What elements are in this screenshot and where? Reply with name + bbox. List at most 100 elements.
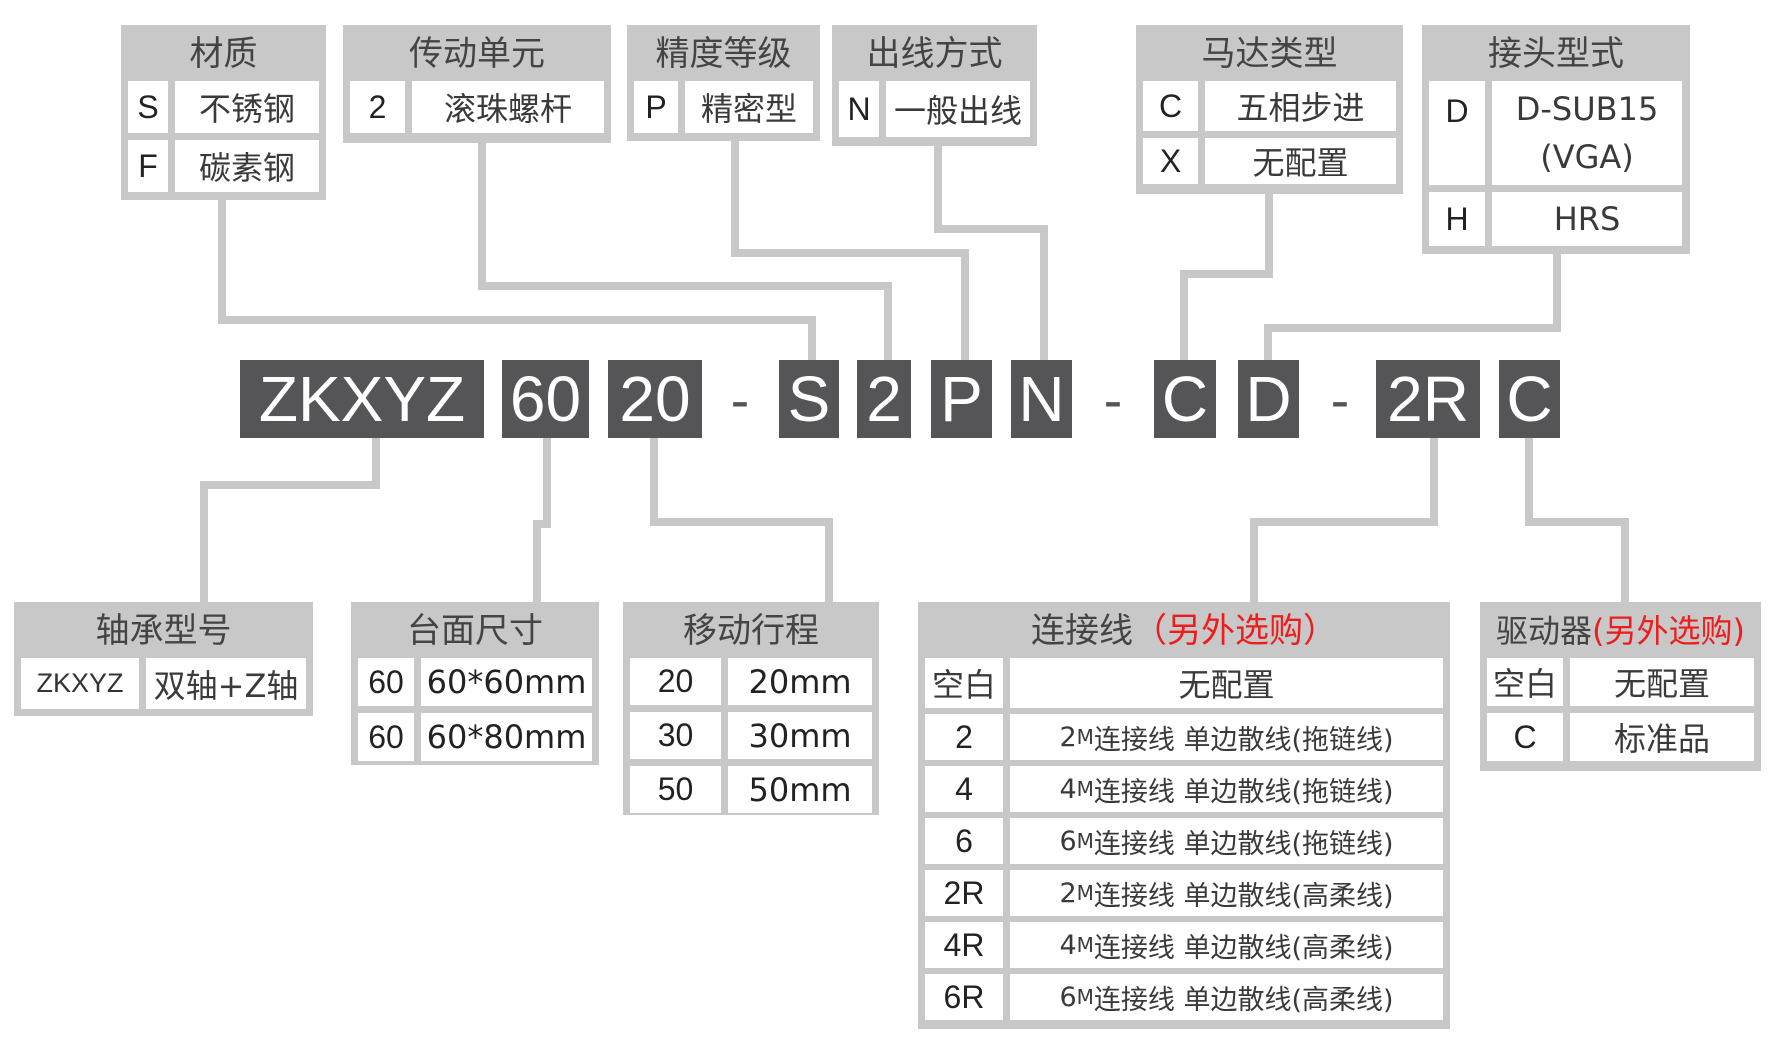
connector-line: [961, 249, 969, 360]
option-row: 空白 无配置: [1487, 658, 1754, 706]
option-code: X: [1143, 138, 1198, 184]
option-row: 60 60*60mm: [358, 658, 592, 706]
option-desc: HRS: [1492, 192, 1682, 246]
panel-title-text: 驱动器: [1496, 612, 1593, 650]
connector-line: [1621, 518, 1629, 602]
code-separator: -: [1330, 367, 1350, 431]
panel-title: 材质: [189, 34, 258, 74]
connector-line: [200, 481, 380, 489]
option-code: C: [1487, 713, 1563, 761]
code-segment-table-size: 60: [502, 360, 589, 438]
cable-desc: 连接线 单边散线(高柔线): [1093, 880, 1394, 912]
panel-title: 接头型式: [1488, 34, 1624, 74]
option-desc: 60*80mm: [421, 713, 592, 761]
axis-type-panel: 轴承型号 ZKXYZ 双轴+Z轴: [14, 602, 313, 716]
option-desc: 50mm: [728, 766, 872, 813]
option-row: 30 30mm: [630, 712, 872, 759]
unit-label: M: [1076, 725, 1094, 749]
option-row: ZKXYZ 双轴+Z轴: [21, 658, 306, 709]
option-code: 2R: [925, 870, 1003, 916]
option-row: D D-SUB15 (VGA): [1429, 81, 1683, 185]
option-row: 2 滚珠螺杆: [350, 81, 604, 133]
code-segment-precision: P: [931, 360, 992, 438]
option-code: 2: [350, 81, 405, 133]
option-row: H HRS: [1429, 192, 1683, 246]
option-code: C: [1143, 81, 1198, 131]
option-row: F 碳素钢: [128, 140, 319, 192]
option-code: 60: [358, 713, 414, 761]
option-row: 50 50mm: [630, 766, 872, 813]
code-segment-stroke: 20: [608, 360, 702, 438]
option-desc: 滚珠螺杆: [412, 81, 604, 133]
connector-line: [1525, 518, 1629, 526]
option-desc: 30mm: [728, 712, 872, 759]
code-segment-drive: 2: [857, 360, 911, 438]
connector-line: [218, 316, 814, 324]
option-desc: 五相步进: [1205, 81, 1396, 131]
cable-desc: 连接线 单边散线(高柔线): [1093, 932, 1394, 964]
option-code: 4: [925, 766, 1003, 812]
cable-desc: 连接线 单边散线(拖链线): [1093, 724, 1394, 756]
option-code: 4R: [925, 922, 1003, 968]
option-code: 60: [358, 658, 414, 706]
panel-title-text: 连接线: [1031, 611, 1133, 651]
precision-panel: 精度等级 P 精密型: [627, 25, 820, 141]
option-code: ZKXYZ: [21, 658, 139, 709]
panel-title: 连接线（另外选购）: [925, 602, 1443, 658]
connector-line: [1180, 270, 1188, 360]
connector-line: [1553, 254, 1561, 330]
option-code: P: [634, 81, 678, 133]
table-size-panel: 台面尺寸 60 60*60mm 60 60*80mm: [351, 602, 599, 765]
connector-line: [200, 481, 208, 602]
code-segment-motor: C: [1154, 360, 1216, 438]
material-panel: 材质 S 不锈钢 F 碳素钢: [121, 25, 326, 200]
option-desc: D-SUB15 (VGA): [1492, 81, 1682, 185]
code-segment-cable: 2R: [1376, 360, 1480, 438]
option-code: 6: [925, 818, 1003, 864]
connector-line: [731, 249, 967, 257]
option-desc: 20mm: [728, 658, 872, 705]
option-desc: 无配置: [1010, 658, 1443, 708]
option-desc: 不锈钢: [175, 81, 319, 133]
panel-title: 出线方式: [866, 34, 1003, 74]
option-desc: 无配置: [1570, 658, 1754, 706]
outlet-panel: 出线方式 N 一般出线: [832, 25, 1037, 146]
option-code: D: [1429, 81, 1485, 185]
unit-label: M: [1076, 881, 1094, 905]
connector-line: [884, 282, 892, 360]
connector-line: [533, 520, 541, 602]
option-row: 20 20mm: [630, 658, 872, 705]
option-code: 6R: [925, 974, 1003, 1020]
code-segment-series: ZKXYZ: [240, 360, 484, 438]
option-row: S 不锈钢: [128, 81, 319, 133]
option-desc-line2: (VGA): [1540, 138, 1634, 176]
connector-line: [478, 282, 890, 290]
code-segment-material: S: [779, 360, 839, 438]
connector-line: [731, 141, 739, 255]
connector-line: [650, 437, 658, 523]
code-segment-outlet: N: [1011, 360, 1072, 438]
panel-title: 马达类型: [1201, 34, 1338, 74]
panel-title: 传动单元: [409, 34, 545, 74]
cable-length: 4: [1059, 929, 1077, 961]
code-segment-connector: D: [1238, 360, 1299, 438]
optional-purchase-note: （另外选购）: [1133, 611, 1337, 651]
option-desc: 精密型: [685, 81, 813, 133]
connector-line: [372, 437, 380, 487]
cable-desc: 连接线 单边散线(拖链线): [1093, 828, 1394, 860]
option-code: 2: [925, 714, 1003, 760]
unit-label: M: [1076, 933, 1094, 957]
code-separator: -: [730, 367, 750, 431]
connector-line: [1040, 225, 1048, 360]
option-code: F: [128, 140, 168, 192]
code-separator: -: [1103, 367, 1123, 431]
